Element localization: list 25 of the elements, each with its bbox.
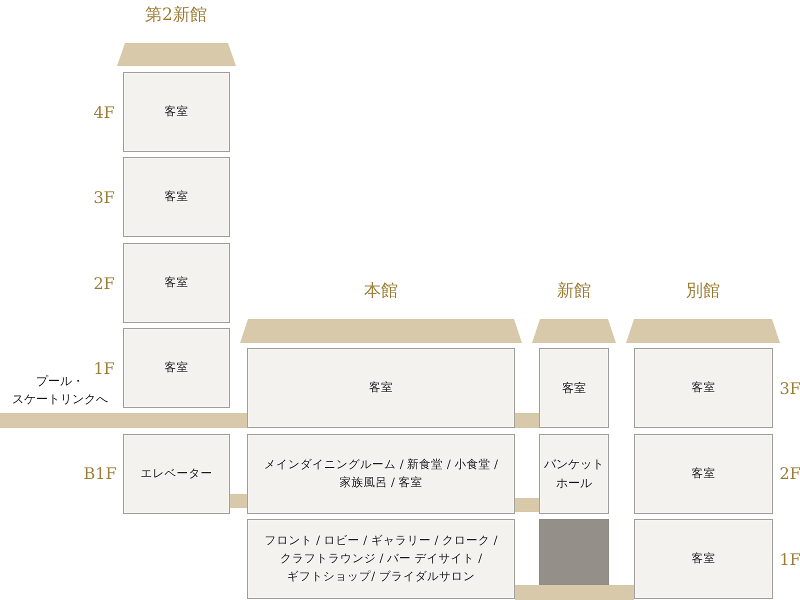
floor-label: 1F <box>780 550 800 568</box>
building-name: 第2新館 <box>145 4 207 26</box>
room-box: 客室 <box>634 434 773 514</box>
room-box: 客室 <box>123 157 230 237</box>
floor-label: 2F <box>94 274 115 292</box>
floor-label: B1F <box>84 464 117 482</box>
building-name: 別館 <box>686 280 720 302</box>
building-name: 新館 <box>557 280 591 302</box>
room-box: 客室 <box>634 348 773 428</box>
room-box: 客室 <box>539 348 609 428</box>
room-box: 客室 <box>247 348 515 428</box>
block <box>539 519 609 585</box>
room-box: 客室 <box>123 72 230 152</box>
room-box: 客室 <box>634 519 773 599</box>
floor-label: 2F <box>780 464 800 482</box>
floor-label: 3F <box>94 188 115 206</box>
room-box: 客室 <box>123 243 230 323</box>
building-name: 本館 <box>364 280 398 302</box>
floor-label: 3F <box>780 378 800 398</box>
floor-label: 4F <box>94 102 115 122</box>
room-box: バンケットホール <box>539 434 609 514</box>
room-box: 客室 <box>123 328 230 408</box>
room-box: メインダイニングルーム / 新食堂 / 小食堂 / 家族風呂 / 客室 <box>247 434 515 514</box>
room-box: フロント / ロビー / ギャラリー / クローク / クラフトラウンジ / バー デイサイト / ギフトショップ/ ブライダルサロン <box>247 519 515 599</box>
room-box: エレベーター <box>123 434 230 514</box>
